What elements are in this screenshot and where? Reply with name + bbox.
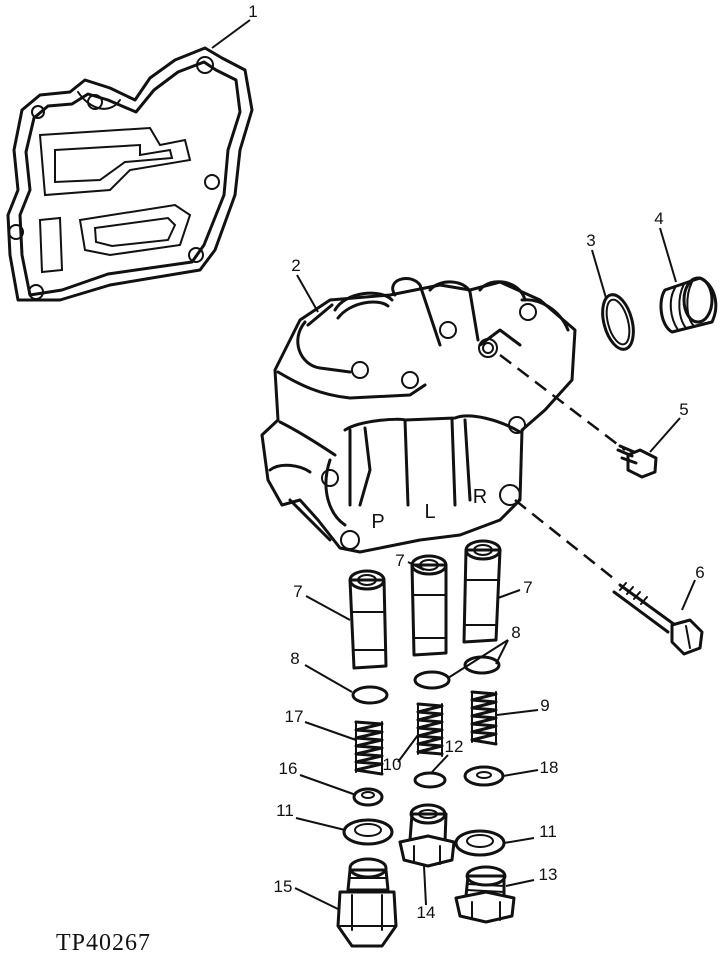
callout-11-right: 11 <box>539 822 557 841</box>
callout-2: 2 <box>291 256 300 275</box>
callout-13: 13 <box>539 865 558 884</box>
plug <box>659 276 718 334</box>
gasket <box>6 46 254 302</box>
port-label-l: L <box>424 501 435 523</box>
hex-plug-14 <box>398 803 456 868</box>
relief-valve-15 <box>336 857 398 948</box>
callout-18: 18 <box>540 758 559 777</box>
callout-12: 12 <box>445 737 464 756</box>
callout-17: 17 <box>285 707 304 726</box>
screw-small <box>616 444 658 479</box>
callout-7-left: 7 <box>293 582 302 601</box>
callout-9: 9 <box>540 696 549 715</box>
callout-15: 15 <box>274 877 293 896</box>
washer-16 <box>352 787 384 807</box>
o-ring-small-center <box>413 670 451 690</box>
callout-1: 1 <box>248 2 257 21</box>
callout-10: 10 <box>383 755 402 774</box>
callout-4: 4 <box>654 209 663 228</box>
callout-8-left: 8 <box>290 649 299 668</box>
port-label-p: P <box>371 511 384 533</box>
callout-7-center: 7 <box>395 551 404 570</box>
o-ring-small-left <box>351 685 389 705</box>
sleeve-right <box>462 539 502 644</box>
callout-8-right: 8 <box>511 623 520 642</box>
spring-center <box>416 702 444 757</box>
callout-6: 6 <box>695 563 704 582</box>
assembly-line-bolt <box>514 499 619 583</box>
spring-left <box>354 720 384 776</box>
assembly-line-screw <box>499 354 626 451</box>
port-label-r: R <box>473 486 487 508</box>
spring-right <box>470 690 498 746</box>
bolt-long <box>612 582 704 656</box>
sleeve-center <box>410 554 448 657</box>
washer-18 <box>463 765 505 787</box>
callout-3: 3 <box>586 231 595 250</box>
valve-body <box>260 277 577 554</box>
o-ring-12 <box>413 771 447 789</box>
o-ring <box>601 293 635 351</box>
sleeve-left <box>348 569 388 670</box>
callout-14: 14 <box>417 903 436 922</box>
callout-11-left: 11 <box>276 801 294 820</box>
seal-washer-left <box>342 818 394 846</box>
figure-id: TP40267 <box>56 930 151 956</box>
callout-7-right: 7 <box>523 578 532 597</box>
seal-washer-right <box>454 829 506 857</box>
callout-5: 5 <box>679 400 688 419</box>
callout-16: 16 <box>279 759 298 778</box>
hex-plug-13 <box>454 865 516 924</box>
leader-lines <box>211 19 696 911</box>
